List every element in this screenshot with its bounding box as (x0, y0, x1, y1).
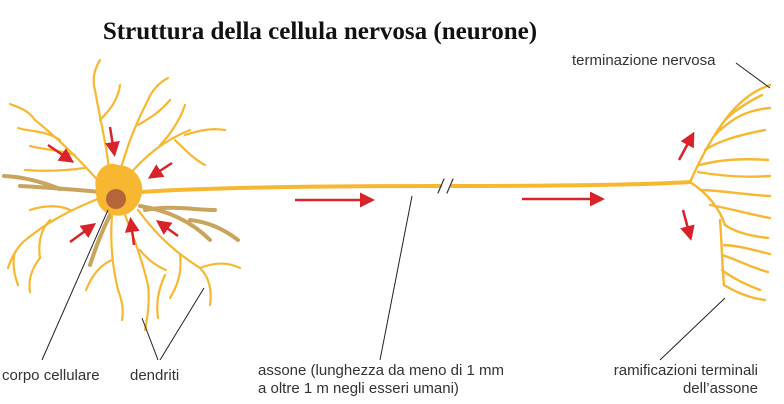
signal-arrows (47, 126, 695, 246)
nucleus (106, 189, 126, 209)
label-assone-line1: assone (lunghezza da meno di 1 mm (258, 362, 504, 379)
label-assone: assone (lunghezza da meno di 1 mm a oltr… (258, 362, 504, 398)
label-corpo-cellulare: corpo cellulare (2, 367, 100, 384)
page-title: Struttura della cellula nervosa (neurone… (102, 18, 538, 45)
label-dendriti: dendriti (130, 367, 180, 384)
label-assone-line2: a oltre 1 m negli esseri umani) (258, 380, 459, 397)
label-ramificazioni-line1: ramificazioni terminali (613, 362, 758, 379)
leader-lines (41, 62, 771, 361)
label-ramificazioni-line2: dell’assone (682, 380, 758, 397)
axon-break-marks (437, 178, 454, 194)
axon (138, 184, 442, 194)
tan-dendrites (2, 174, 240, 267)
terminal-branches (688, 83, 772, 302)
label-terminazione-nervosa: terminazione nervosa (572, 52, 716, 69)
label-ramificazioni: ramificazioni terminali dell’assone (614, 362, 758, 398)
axon-continued (450, 180, 692, 188)
